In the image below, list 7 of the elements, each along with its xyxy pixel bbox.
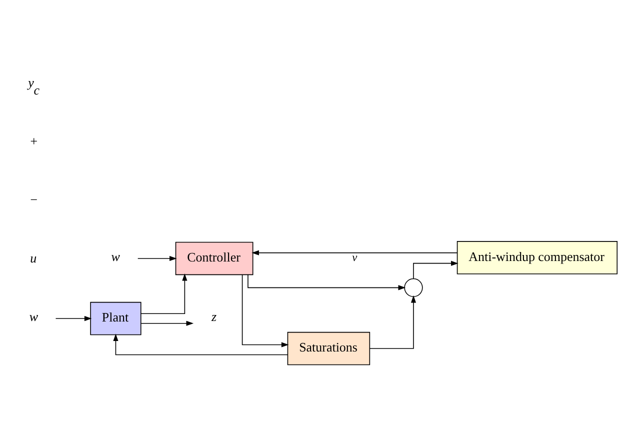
label: + [29, 134, 38, 149]
label: − [29, 192, 38, 207]
node-text: w [29, 308, 38, 324]
edge-label: v [352, 252, 358, 264]
node-text: z [211, 308, 217, 324]
label: u [30, 250, 37, 266]
node-text: w [111, 248, 120, 264]
